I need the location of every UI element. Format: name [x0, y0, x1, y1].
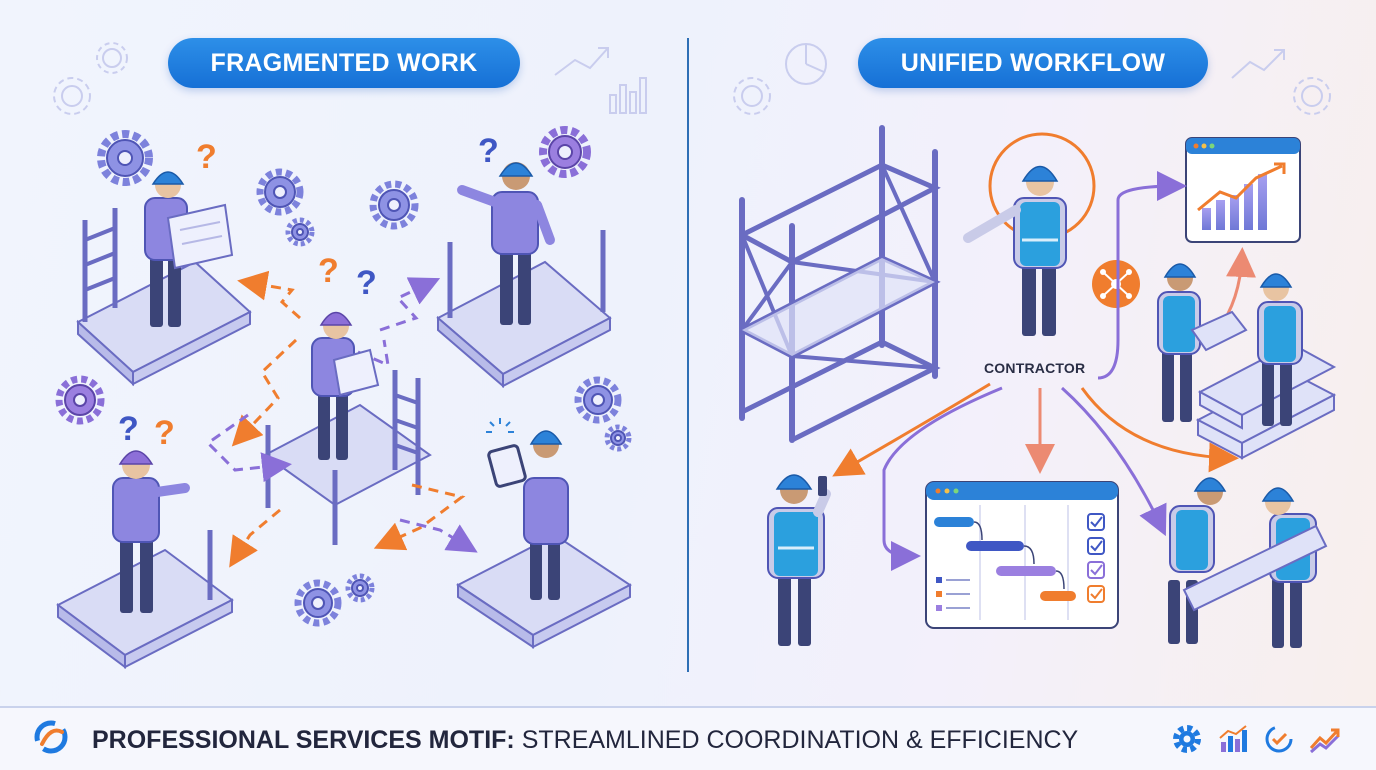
gear-icon: [539, 126, 591, 178]
worker-bottom-left: [112, 450, 190, 613]
gear-icon: [1173, 725, 1201, 753]
worker-with-tablet: [486, 418, 569, 600]
worker-stacking-lumber: [1257, 273, 1303, 426]
worker-carrying-box: [1157, 263, 1248, 422]
panel-title-fragmented: FRAGMENTED WORK: [168, 38, 520, 88]
panel-title-unified: UNIFIED WORKFLOW: [858, 38, 1208, 88]
worker-pair-carrying-beam: [1168, 477, 1328, 648]
worker-with-radio: [767, 474, 831, 646]
network-hub-icon: [1092, 260, 1140, 308]
contractor-label: CONTRACTOR: [984, 360, 1086, 376]
footer-bar: PROFESSIONAL SERVICES MOTIF: STREAMLINED…: [0, 706, 1376, 770]
checkbox-icon: [1087, 513, 1105, 603]
faint-gear-icon: [53, 42, 128, 115]
unified-flow-arrows: [832, 171, 1257, 571]
faint-pie-chart-icon: [785, 43, 827, 85]
platform-top-left: [76, 208, 252, 387]
fragmented-flow-arrows: [205, 270, 478, 568]
platform-bottom-right: [456, 533, 632, 649]
worker-with-blueprint: [144, 171, 234, 327]
gear-icon: [97, 130, 153, 186]
faint-trend-icon: [554, 47, 647, 114]
footer-caption: PROFESSIONAL SERVICES MOTIF: STREAMLINED…: [92, 726, 1078, 755]
gear-icon: [256, 168, 315, 247]
svg-text:?: ?: [318, 252, 339, 290]
faint-gear-icon: [733, 77, 1331, 115]
faint-trend-icon: [1231, 49, 1285, 79]
footer-caption-regular: STREAMLINED COORDINATION & EFFICIENCY: [514, 726, 1079, 754]
gantt-chart-card: [925, 481, 1119, 629]
gear-icon: [369, 180, 419, 230]
illustration-canvas: ? ? ? ? ? ?: [53, 38, 1337, 672]
question-mark-icon: ? ? ? ? ? ?: [118, 132, 499, 452]
check-circle-icon: [1265, 725, 1293, 753]
gear-icon: [574, 376, 632, 452]
svg-text:?: ?: [118, 410, 139, 448]
contractor-worker: [963, 165, 1067, 336]
worker-center-confused: [311, 311, 380, 460]
svg-text:?: ?: [478, 132, 499, 170]
worker-shrugging-top-right: [457, 162, 555, 325]
svg-text:?: ?: [356, 264, 377, 302]
svg-text:?: ?: [196, 138, 217, 176]
bar-chart-icon: [1219, 725, 1247, 752]
growth-chart-card: [1185, 137, 1301, 243]
brand-logo-icon: [34, 720, 68, 754]
gear-icon: [55, 375, 105, 425]
loading-spinner-icon: [486, 418, 514, 433]
trend-up-icon: [1309, 728, 1340, 754]
svg-text:?: ?: [154, 414, 175, 452]
gear-icon: [294, 573, 375, 627]
scaffold-deck: [742, 258, 935, 356]
footer-icon-row: [1170, 722, 1342, 756]
footer-caption-bold: PROFESSIONAL SERVICES MOTIF:: [92, 726, 515, 754]
